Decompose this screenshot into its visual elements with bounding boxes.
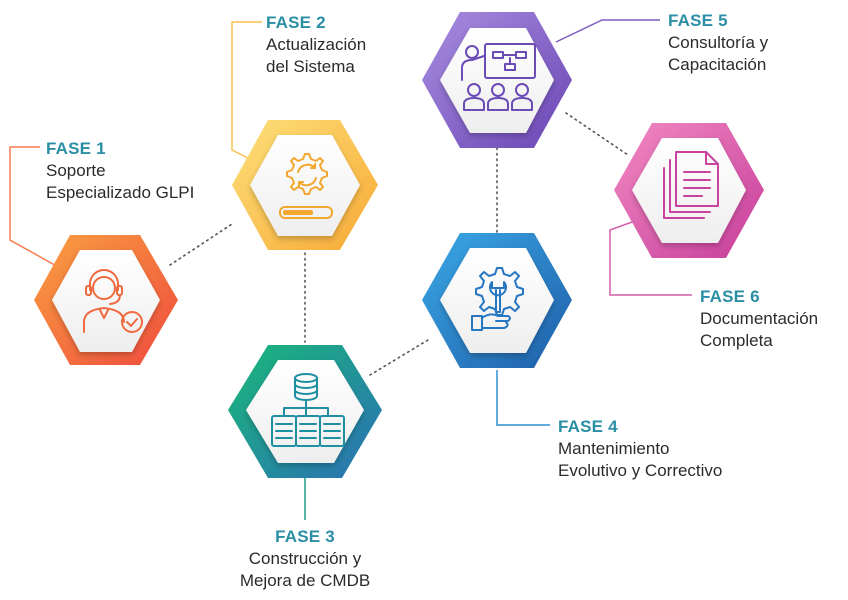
phase-line: Mantenimiento bbox=[558, 439, 670, 458]
connectors bbox=[169, 112, 629, 376]
support-agent-icon bbox=[83, 269, 143, 333]
phase-title: FASE 5 bbox=[668, 11, 728, 30]
documents-icon bbox=[663, 151, 719, 219]
leader-lines bbox=[9, 19, 692, 520]
phase-title: FASE 1 bbox=[46, 139, 106, 158]
phase-line: Capacitación bbox=[668, 55, 767, 74]
leader-fase-6 bbox=[609, 221, 692, 296]
gear-wrench-icon bbox=[471, 267, 524, 331]
leader-fase-1 bbox=[9, 146, 61, 269]
phase-line: Documentación bbox=[700, 309, 819, 328]
label-fase-4: FASE 4 Mantenimiento Evolutivo y Correct… bbox=[558, 416, 722, 482]
label-fase-5: FASE 5 Consultoría y Capacitación bbox=[668, 10, 768, 76]
leader-fase-5 bbox=[555, 19, 660, 43]
label-fase-3: FASE 3 Construcción y Mejora de CMDB bbox=[230, 526, 380, 592]
leader-fase-2 bbox=[231, 21, 262, 161]
database-servers-icon bbox=[271, 373, 345, 447]
connector-5-6 bbox=[565, 112, 629, 156]
connector-3-4 bbox=[369, 339, 429, 376]
training-presentation-icon bbox=[461, 43, 536, 111]
phase-line: Mejora de CMDB bbox=[239, 571, 371, 590]
phase-title: FASE 3 bbox=[275, 527, 335, 546]
hex-fase-1 bbox=[34, 235, 178, 365]
leader-fase-4 bbox=[496, 370, 550, 426]
connector-1-2 bbox=[169, 223, 233, 266]
phase-line: Completa bbox=[700, 331, 773, 350]
phase-line: Soporte bbox=[46, 161, 106, 180]
label-fase-2: FASE 2 Actualización del Sistema bbox=[266, 12, 366, 78]
phase-line: del Sistema bbox=[266, 57, 355, 76]
phase-title: FASE 4 bbox=[558, 417, 618, 436]
phase-title: FASE 6 bbox=[700, 287, 760, 306]
phase-line: Consultoría y bbox=[668, 33, 769, 52]
phase-line: Especializado GLPI bbox=[46, 183, 195, 202]
phase-line: Evolutivo y Correctivo bbox=[558, 461, 723, 480]
phase-line: Actualización bbox=[266, 35, 367, 54]
phase-title: FASE 2 bbox=[266, 13, 326, 32]
label-fase-1: FASE 1 Soporte Especializado GLPI bbox=[46, 138, 194, 204]
phase-line: Construcción y bbox=[248, 549, 362, 568]
gear-update-icon bbox=[279, 153, 333, 219]
hex-fase-5 bbox=[422, 12, 572, 148]
hex-fase-6 bbox=[614, 123, 764, 258]
label-fase-6: FASE 6 Documentación Completa bbox=[700, 286, 818, 352]
